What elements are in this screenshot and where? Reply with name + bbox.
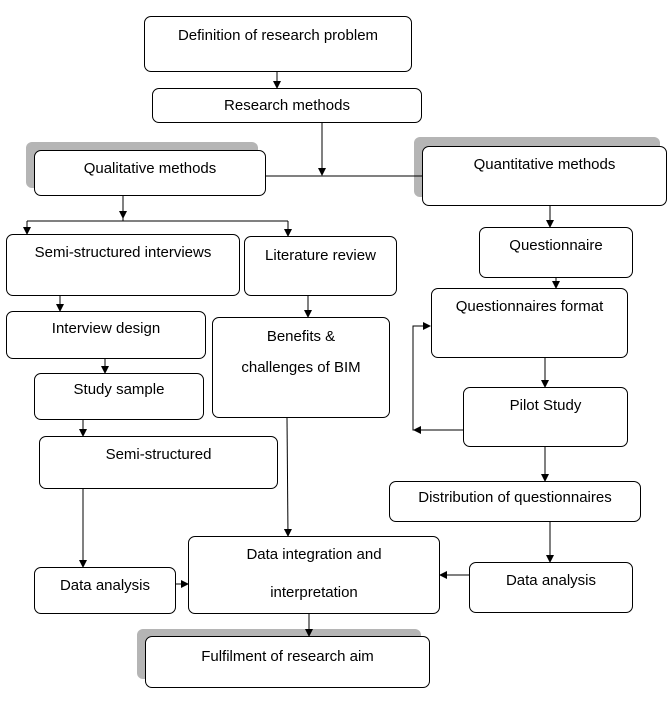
qualitative-label: Qualitative methods (83, 160, 217, 177)
questionnaires-format-box: Questionnaires format (431, 288, 628, 358)
pilot-study-label: Pilot Study (509, 397, 582, 414)
arrow-benefits-to-integration (283, 417, 292, 537)
quantitative-box: Quantitative methods (422, 146, 667, 206)
interview-design-label: Interview design (51, 320, 161, 337)
interview-design-box: Interview design (6, 311, 206, 359)
definition-label: Definition of research problem (177, 27, 379, 44)
data-analysis-left-box: Data analysis (34, 567, 176, 614)
study-sample-label: Study sample (73, 381, 165, 398)
semi-structured-interviews-box: Semi-structured interviews (6, 234, 240, 296)
integration-box: Data integration and interpretation (188, 536, 440, 614)
integration-label-line2: interpretation (270, 583, 358, 601)
literature-review-label: Literature review (265, 247, 376, 264)
integration-label-line1: Data integration and (246, 546, 382, 563)
pilot-study-box: Pilot Study (463, 387, 628, 447)
research-methods-label: Research methods (224, 97, 350, 114)
data-analysis-right-label: Data analysis (505, 572, 597, 589)
definition-box: Definition of research problem (144, 16, 412, 72)
distribution-label: Distribution of questionnaires (418, 489, 612, 506)
semi-structured-label: Semi-structured (105, 446, 212, 463)
questionnaires-format-label: Questionnaires format (455, 298, 604, 315)
study-sample-box: Study sample (34, 373, 204, 420)
semi-structured-interviews-label: Semi-structured interviews (34, 244, 212, 261)
questionnaire-box: Questionnaire (479, 227, 633, 278)
fulfilment-label: Fulfilment of research aim (201, 648, 374, 665)
data-analysis-right-box: Data analysis (469, 562, 633, 613)
fulfilment-box: Fulfilment of research aim (145, 636, 430, 688)
benefits-label-line1: Benefits & (266, 328, 336, 345)
data-analysis-left-label: Data analysis (59, 577, 151, 594)
questionnaire-label: Questionnaire (509, 237, 603, 254)
qualitative-box: Qualitative methods (34, 150, 266, 196)
benefits-label-line2: challenges of BIM (241, 358, 361, 376)
literature-review-box: Literature review (244, 236, 397, 296)
distribution-box: Distribution of questionnaires (389, 481, 641, 522)
semi-structured-box: Semi-structured (39, 436, 278, 489)
research-methods-box: Research methods (152, 88, 422, 123)
quantitative-label: Quantitative methods (473, 156, 616, 173)
benefits-box: Benefits & challenges of BIM (212, 317, 390, 418)
